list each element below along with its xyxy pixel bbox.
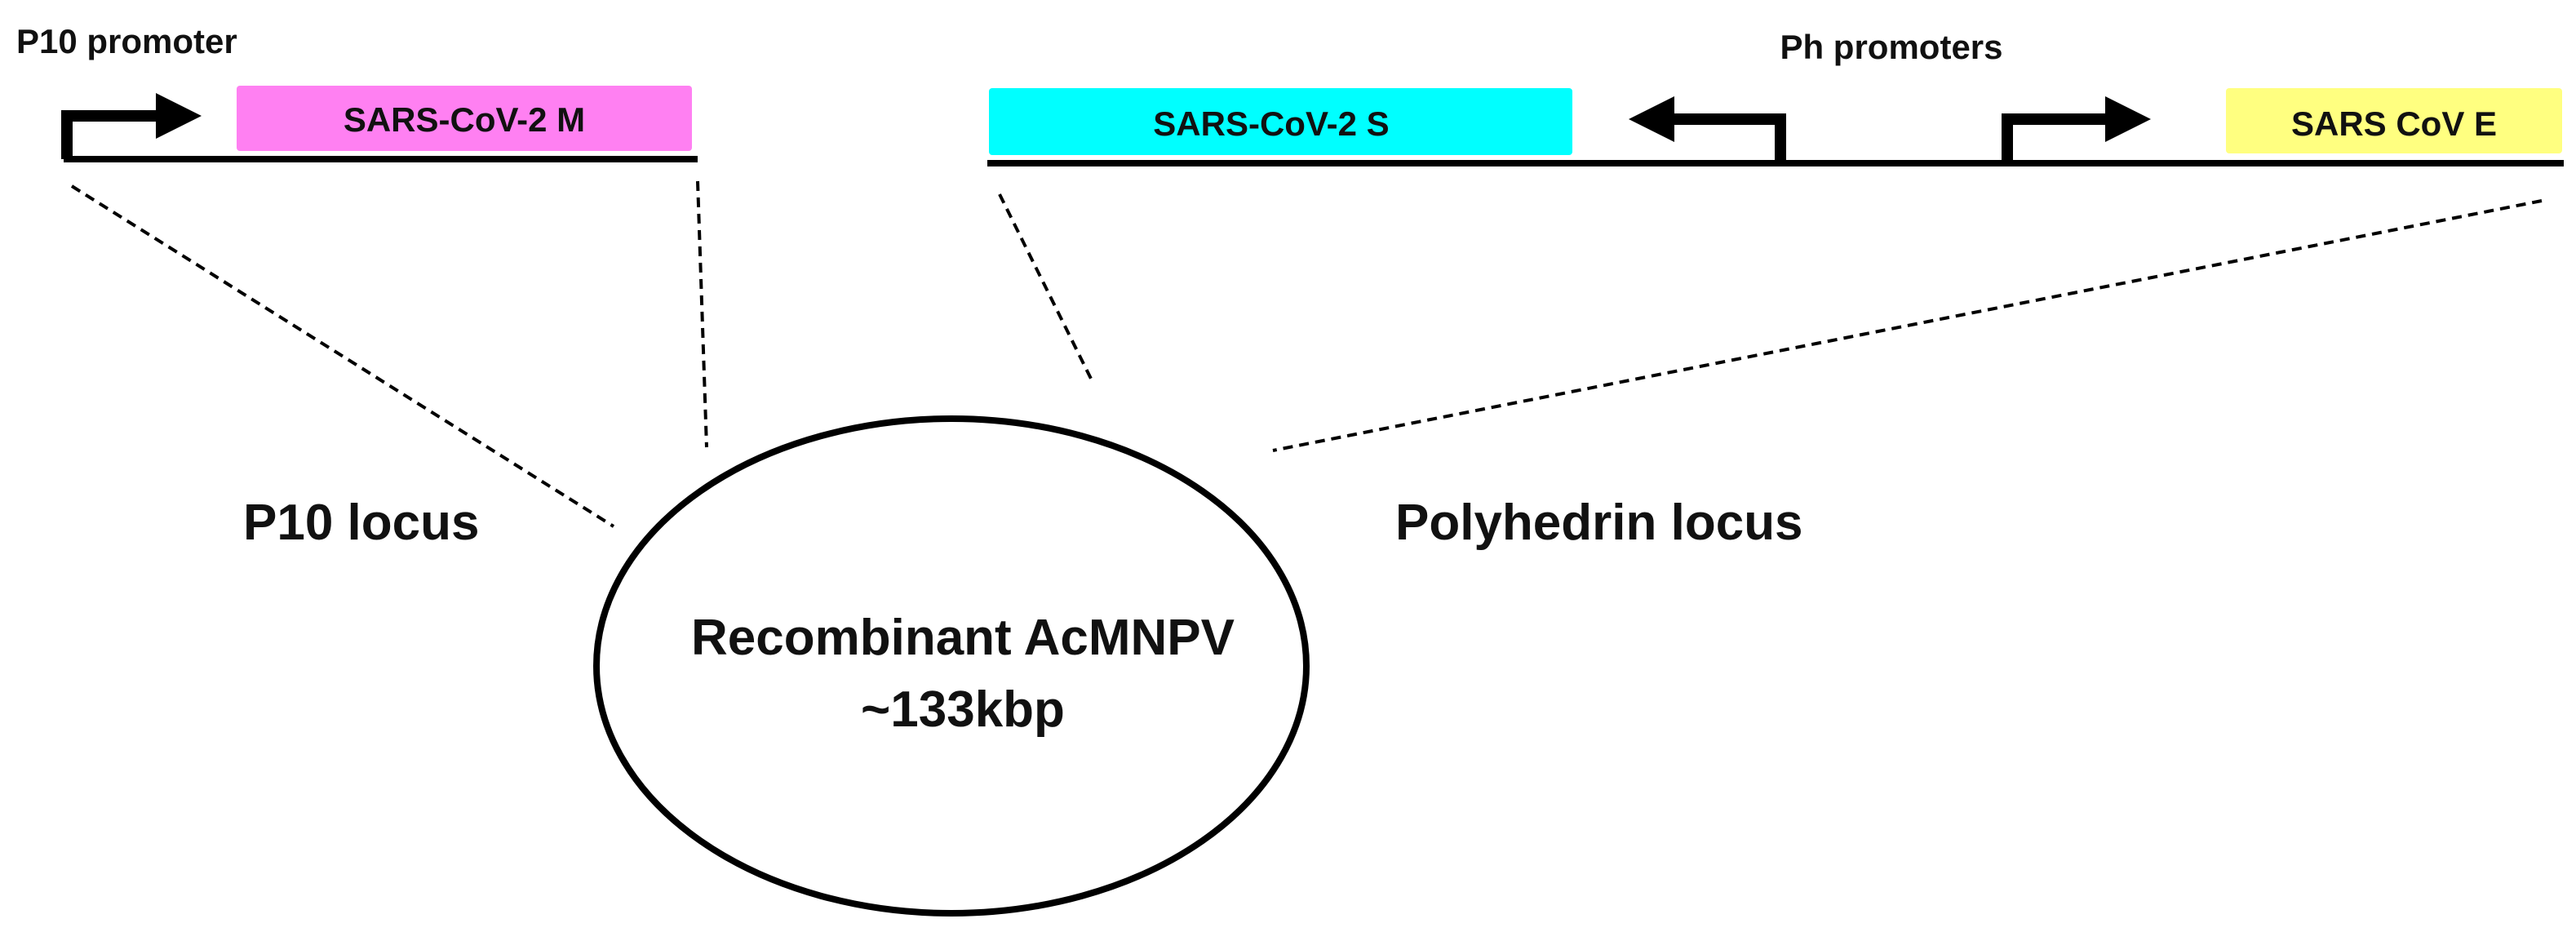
ph-promoters-label: Ph promoters <box>1780 28 2002 66</box>
sars-cov-2-s-gene-box <box>989 88 1572 155</box>
p10-locus-label: P10 locus <box>243 495 479 551</box>
ph-promoter-arrow-s <box>1629 96 1786 163</box>
polyhedrin-locus-connector-right <box>1272 199 2543 452</box>
sars-cov-2-m-gene-box <box>237 86 692 151</box>
ph-promoter-arrow-e <box>2002 96 2151 163</box>
p10-promoter-arrow <box>61 93 202 159</box>
polyhedrin-locus-connector-left <box>998 193 1095 384</box>
p10-locus-connector-left <box>70 184 615 528</box>
genome-name-label: Recombinant AcMNPV <box>691 610 1235 666</box>
acmnpv-genome-ellipse <box>593 415 1310 917</box>
sars-cov-2-m-gene-label: SARS-CoV-2 M <box>344 100 585 139</box>
polyhedrin-locus-label: Polyhedrin locus <box>1395 495 1803 551</box>
p10-promoter-label: P10 promoter <box>16 22 237 60</box>
p10-locus-connector-right <box>696 180 708 448</box>
genome-size-label: ~133kbp <box>861 681 1065 738</box>
sars-cov-e-gene-label: SARS CoV E <box>2291 104 2497 143</box>
sars-cov-e-gene-box <box>2226 88 2562 153</box>
sars-cov-2-s-gene-label: SARS-CoV-2 S <box>1153 104 1389 143</box>
